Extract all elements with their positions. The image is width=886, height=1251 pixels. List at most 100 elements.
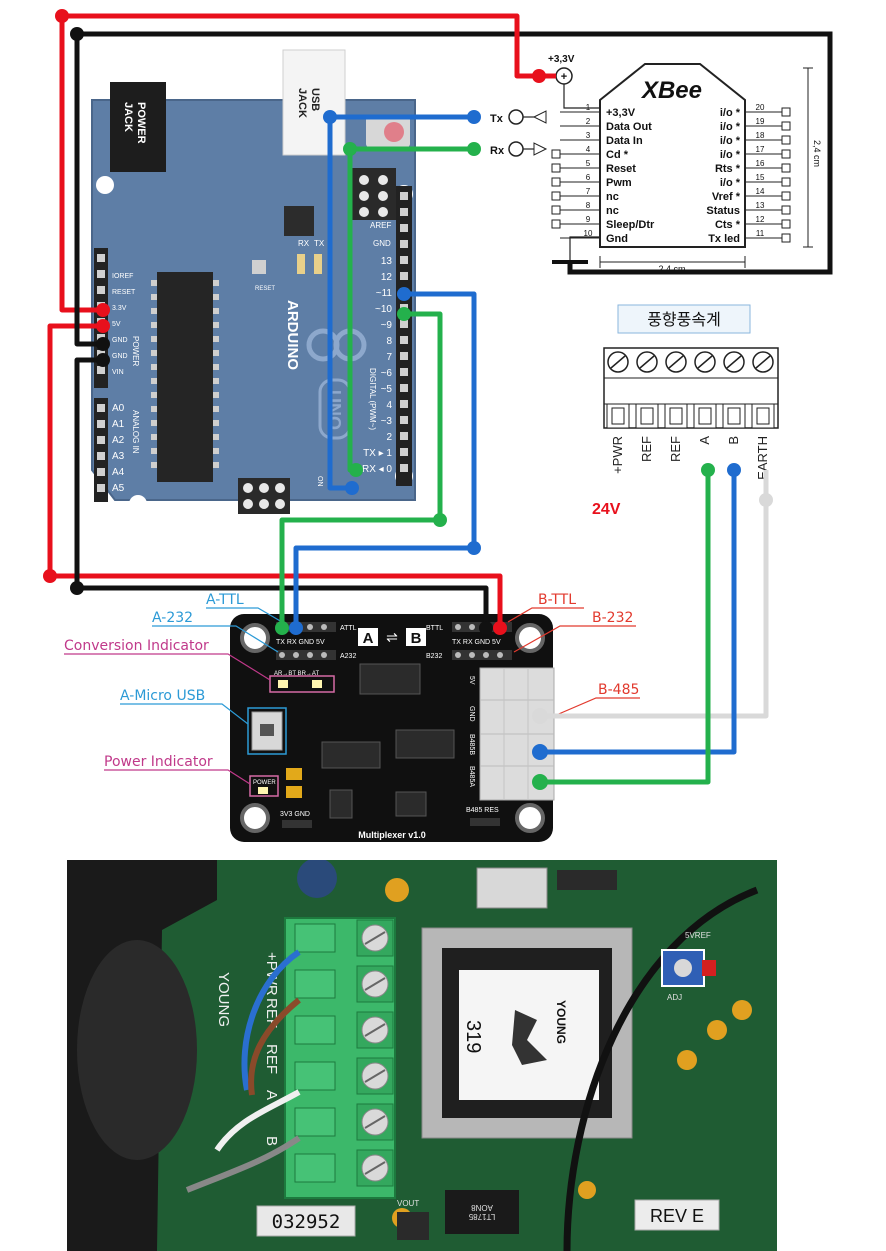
grey-wire-earth	[540, 470, 769, 719]
digital-pin-label: 2	[386, 432, 392, 443]
analog-pin-label: A4	[112, 467, 125, 478]
tx-led-label: TX	[314, 239, 325, 248]
xbee-pin-terminal	[781, 163, 791, 173]
callout-a-micro-usb: A-Micro USB	[120, 688, 205, 704]
ar-bt-led	[278, 680, 288, 688]
mount-hole	[96, 176, 114, 194]
sensor-title: 풍향풍속계	[647, 311, 721, 329]
arduino-board: POWERJACK USBJACK RX TX ARDUIN	[91, 49, 416, 514]
mux-hole	[515, 623, 545, 653]
sensor-terminal-label: A	[697, 436, 712, 445]
swap-arrows-icon: ⇌	[386, 629, 398, 645]
digital-pin-label: ~6	[381, 368, 393, 379]
mux-chip-1	[359, 663, 421, 695]
sensor-title-box	[617, 304, 751, 334]
power-jack	[110, 82, 166, 172]
width-dimension-label: 2,4 cm	[658, 264, 685, 274]
xbee-pin-label: nc	[606, 191, 619, 203]
xbee-pin-label: Data In	[606, 135, 643, 147]
usb-jack-label: USBJACK	[296, 88, 321, 118]
multiplexer-board: TX RX GND 5V TX RX GND 5V ATTL A232 BTTL…	[230, 614, 555, 842]
photo-vref: 5VREF	[685, 931, 711, 940]
xbee-pin-number: 17	[756, 145, 765, 154]
photo-chip-brand: YOUNG	[554, 1000, 568, 1044]
xbee-pin-label: nc	[606, 205, 619, 217]
digital-pin-label: 12	[381, 272, 393, 283]
photo-chip-number: 319	[462, 1020, 484, 1053]
callouts: A-TTL A-232 Conversion Indicator A-Micro…	[64, 592, 640, 785]
xbee-pin-terminal	[781, 191, 791, 201]
analog-pin-label: A3	[112, 451, 125, 462]
xbee-pin-terminal	[551, 191, 561, 201]
analog-pin-label: A0	[112, 403, 125, 414]
xbee-pin-number: 13	[756, 201, 765, 210]
xbee-pin-number: 8	[586, 201, 591, 210]
xbee-pin-terminal	[781, 233, 791, 243]
tx-arrow-icon	[532, 110, 547, 124]
photo-ic-marking-1: LT1785	[468, 1212, 495, 1221]
blue-wire-b	[540, 470, 737, 755]
tx-terminal	[508, 109, 524, 125]
xbee-pin-label: Vref *	[712, 191, 741, 203]
power-group-label: POWER	[131, 336, 140, 366]
xbee-pin-terminal	[551, 219, 561, 229]
xbee-pin-number: 9	[586, 215, 591, 224]
mux-chip-4	[395, 791, 427, 817]
xbee-pin-number: 2	[586, 117, 591, 126]
photo-terminal-label: A	[263, 1090, 280, 1100]
sensor-terminal-label: +PWR	[610, 436, 625, 474]
sensor-terminal-label: B	[726, 436, 741, 445]
attl-label: ATTL	[340, 625, 357, 632]
wire-dots	[43, 9, 773, 790]
analog-pin-label: A2	[112, 435, 125, 446]
digital-pin-label: ~10	[375, 304, 392, 315]
capacitor	[286, 768, 302, 780]
usb-jack	[282, 49, 346, 156]
xbee-pin-label: i/o *	[720, 135, 741, 147]
sensor-terminal-label: REF	[639, 436, 654, 462]
black-wire-frame	[77, 31, 833, 275]
callout-a-232: A-232	[152, 610, 193, 626]
power-jack-label: POWERJACK	[122, 102, 147, 144]
power-pin-label: RESET	[112, 289, 136, 296]
callout-a-ttl: A-TTL	[206, 592, 244, 608]
xbee-pin-label: Sleep/Dtr	[606, 219, 655, 231]
digital-pin-label: ~9	[381, 320, 393, 331]
xbee-pin-number: 11	[756, 229, 765, 238]
side-label-5v: 5V	[468, 676, 475, 685]
digital-pin-label: 13	[381, 256, 393, 267]
power-pin-label: 3.3V	[112, 305, 127, 312]
indicator-label: AR→BT BR→AT	[274, 671, 319, 677]
callout-conversion: Conversion Indicator	[64, 638, 209, 654]
xbee-pin-terminal	[551, 163, 561, 173]
photo-serial: 032952	[272, 1211, 341, 1233]
digital-pin-label: 4	[386, 400, 392, 411]
xbee-pin-label: +3,3V	[606, 107, 636, 119]
power-pin-label: 5V	[112, 321, 121, 328]
xbee-pin-number: 18	[756, 131, 765, 140]
usb-chip	[284, 206, 314, 236]
analog-pin-label: A1	[112, 419, 125, 430]
xbee-pin-number: 10	[584, 229, 593, 238]
digital-pin-label: ~5	[381, 384, 393, 395]
side-label-gnd: GND	[468, 706, 475, 722]
br-at-led	[312, 680, 322, 688]
photo-rev-sticker	[634, 1199, 720, 1231]
photo-terminal-label: REF	[263, 1044, 280, 1074]
xbee-pin-label: Reset	[606, 163, 636, 175]
power-pin-label: IOREF	[112, 273, 133, 280]
terminal-block	[603, 347, 779, 429]
xbee-pin-label: Pwm	[606, 177, 632, 189]
xbee-pin-label: Gnd	[606, 233, 628, 245]
rx-led	[297, 254, 305, 274]
young-logo-icon	[512, 1010, 547, 1065]
voltage-label: 24V	[592, 501, 621, 518]
power-led	[258, 787, 268, 794]
digital-pin-label: RX ◂ 0	[362, 464, 392, 475]
xbee-pin-number: 7	[586, 187, 591, 196]
